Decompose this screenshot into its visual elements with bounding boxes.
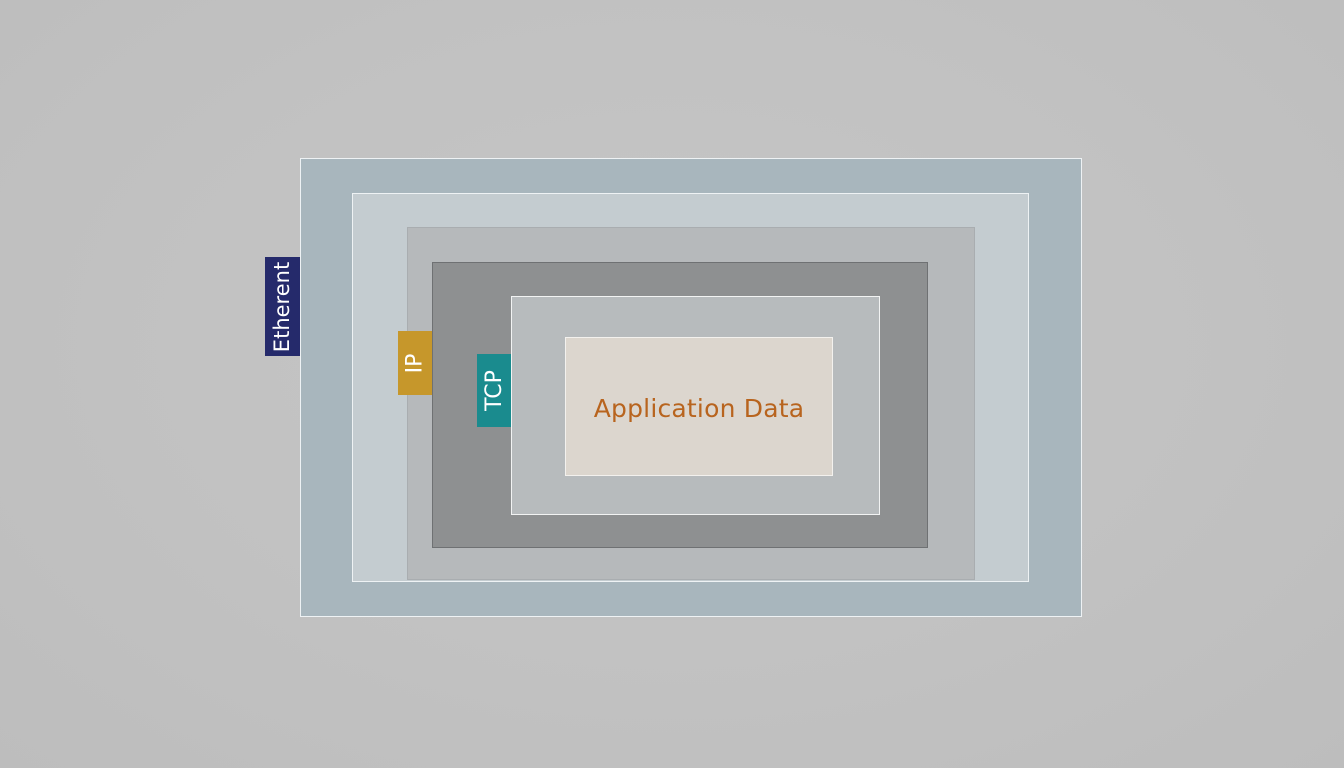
tcp-tag: TCP (477, 354, 511, 427)
ethernet-tag: Etherent (265, 257, 300, 356)
ip-tag-label: IP (402, 353, 428, 373)
ip-tag: IP (398, 331, 432, 395)
ethernet-tag-label: Etherent (270, 261, 295, 352)
application-data-label: Application Data (593, 394, 805, 423)
application-data-box: Application Data (565, 337, 833, 476)
tcp-tag-label: TCP (481, 370, 507, 411)
